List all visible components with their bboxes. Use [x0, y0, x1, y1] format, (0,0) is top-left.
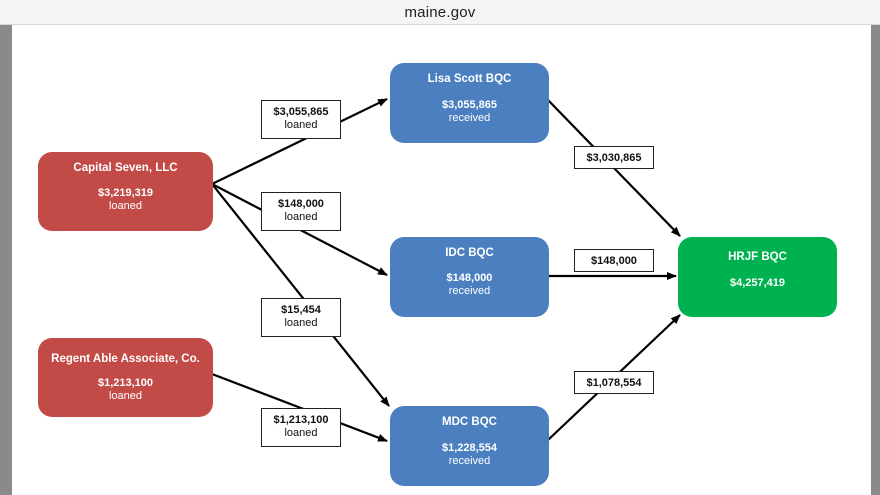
- node-amount: $1,228,554: [441, 442, 498, 454]
- node-title: MDC BQC: [442, 416, 497, 428]
- node-amount: $1,213,100: [97, 377, 154, 389]
- node-amount: $4,257,419: [729, 277, 786, 289]
- flow-label-capital-idc: $148,000 loaned: [261, 192, 341, 231]
- node-amount: $3,055,865: [441, 99, 498, 111]
- node-regent-able: Regent Able Associate, Co. $1,213,100 lo…: [38, 338, 213, 417]
- node-subtitle: loaned: [108, 200, 143, 212]
- flow-label-regent-mdc: $1,213,100 loaned: [261, 408, 341, 447]
- flow-label-capital-mdc: $15,454 loaned: [261, 298, 341, 337]
- node-subtitle: received: [448, 112, 491, 124]
- flow-value: $148,000: [591, 255, 637, 267]
- node-title: Capital Seven, LLC: [73, 162, 178, 174]
- flow-subtitle: loaned: [284, 317, 318, 329]
- flow-label-mdc-hrjf: $1,078,554: [574, 371, 654, 394]
- flow-value: $148,000: [278, 198, 324, 210]
- node-title: HRJF BQC: [728, 251, 787, 263]
- node-hrjf-bqc: HRJF BQC $4,257,419: [678, 237, 837, 317]
- browser-address-bar[interactable]: maine.gov: [0, 0, 880, 25]
- node-title: Regent Able Associate, Co.: [51, 353, 200, 365]
- flow-value: $3,030,865: [586, 152, 642, 164]
- node-capital-seven: Capital Seven, LLC $3,219,319 loaned: [38, 152, 213, 231]
- node-mdc-bqc: MDC BQC $1,228,554 received: [390, 406, 549, 486]
- flow-value: $15,454: [281, 304, 321, 316]
- node-amount: $148,000: [446, 272, 493, 284]
- flow-subtitle: loaned: [284, 211, 318, 223]
- node-subtitle: loaned: [108, 390, 143, 402]
- node-subtitle: received: [448, 285, 491, 297]
- flow-value: $1,078,554: [586, 377, 642, 389]
- node-idc-bqc: IDC BQC $148,000 received: [390, 237, 549, 317]
- browser-url: maine.gov: [404, 3, 476, 21]
- flow-label-idc-hrjf: $148,000: [574, 249, 654, 272]
- flow-subtitle: loaned: [284, 427, 318, 439]
- node-title: Lisa Scott BQC: [427, 73, 512, 85]
- node-title: IDC BQC: [445, 247, 494, 259]
- flow-label-capital-lisa: $3,055,865 loaned: [261, 100, 341, 139]
- node-amount: $3,219,319: [97, 187, 154, 199]
- flow-value: $1,213,100: [273, 414, 329, 426]
- node-subtitle: received: [448, 455, 491, 467]
- node-lisa-scott-bqc: Lisa Scott BQC $3,055,865 received: [390, 63, 549, 143]
- flow-value: $3,055,865: [273, 106, 329, 118]
- flow-subtitle: loaned: [284, 119, 318, 131]
- flow-label-lisa-hrjf: $3,030,865: [574, 146, 654, 169]
